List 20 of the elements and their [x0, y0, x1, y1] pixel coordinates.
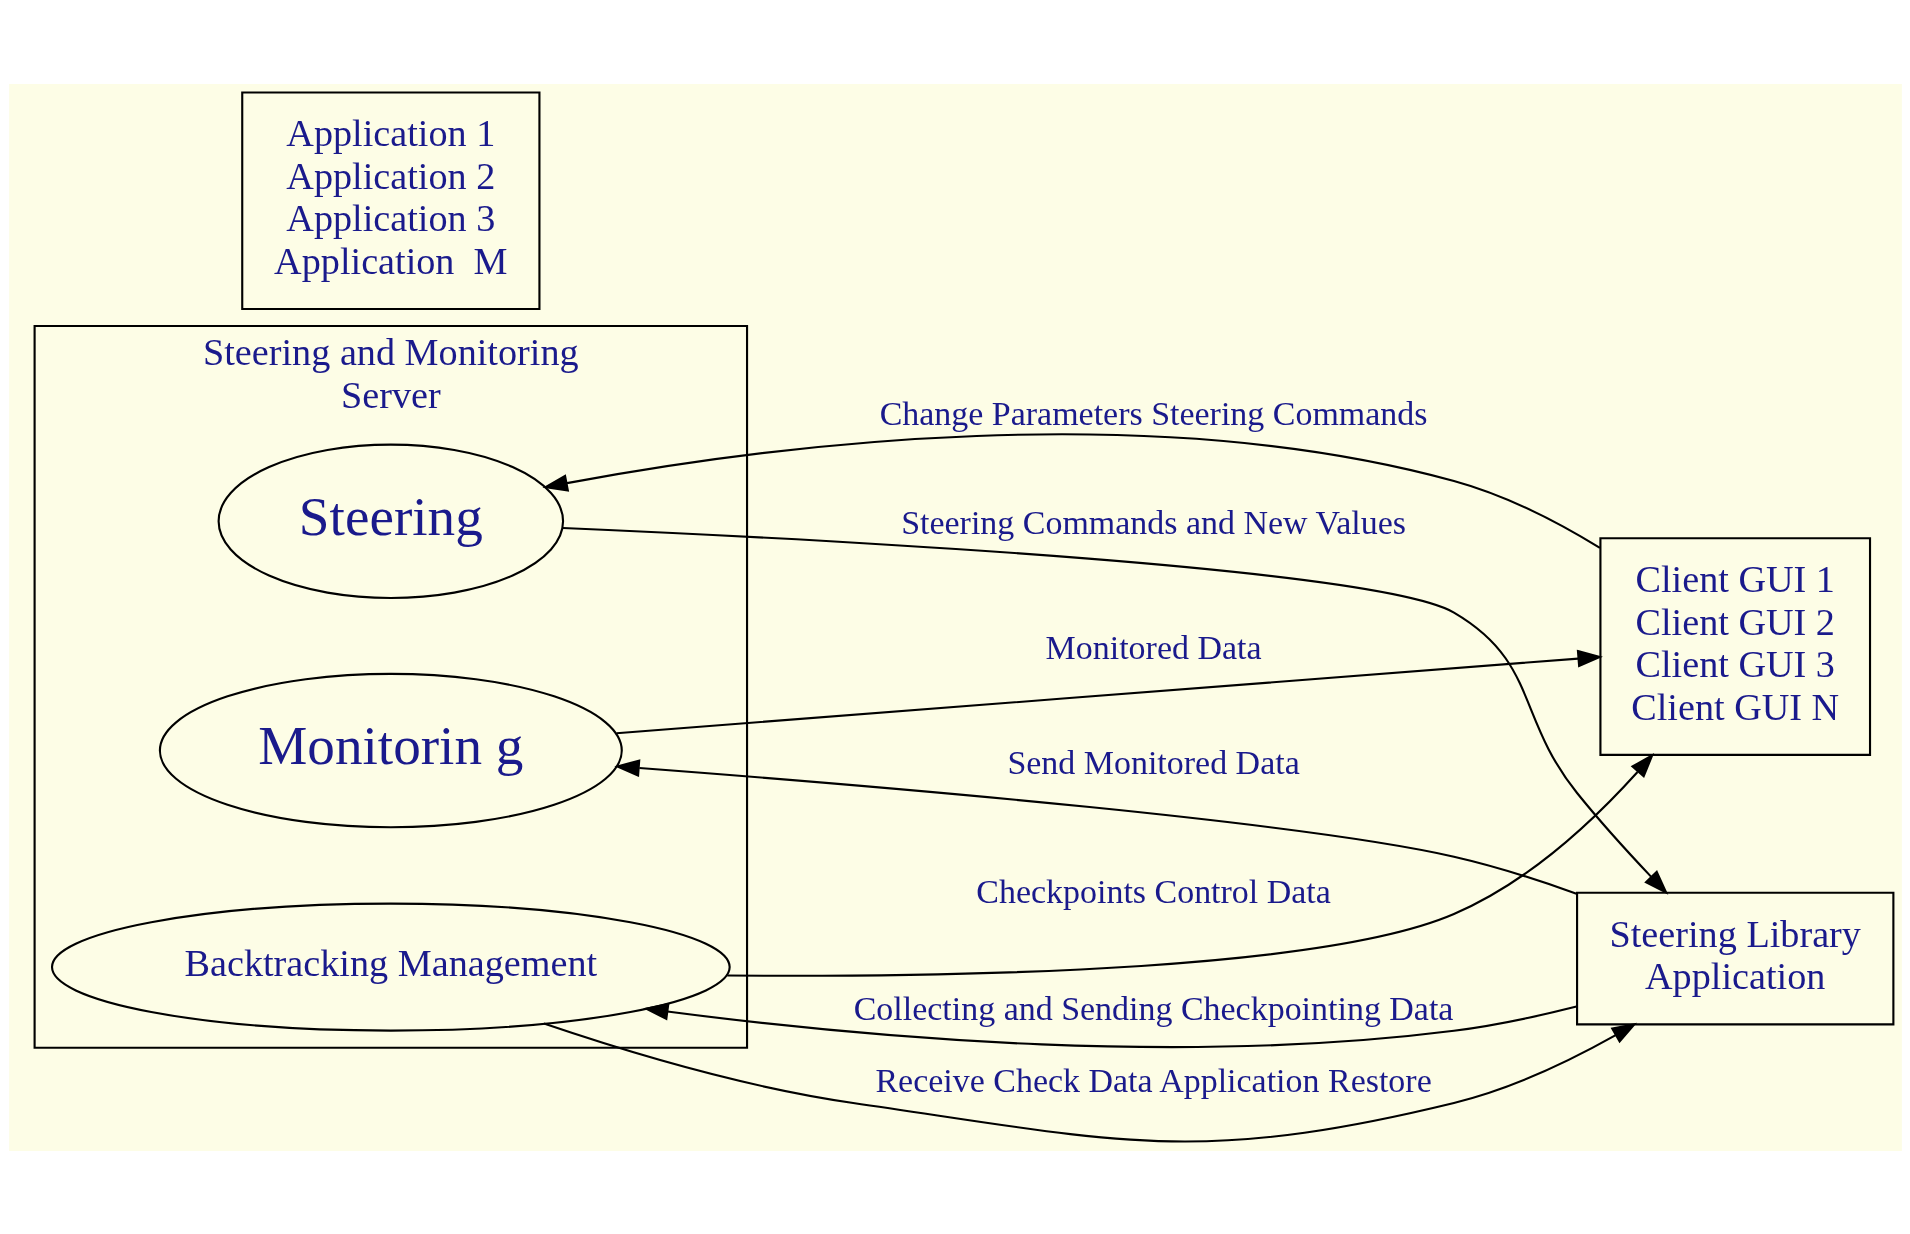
edge-label: Change Parameters Steering Commands	[879, 394, 1427, 432]
node-box: Application 1 Application 2 Application 3 Application M	[240, 90, 540, 310]
edge-label: Checkpoints Control Data	[975, 872, 1331, 910]
node-box: Steering Library Application	[1575, 891, 1894, 1025]
arrow	[642, 1002, 1577, 1048]
edge-label: Collecting and Sending Checkpointing Data	[853, 989, 1453, 1027]
arrow	[562, 526, 1668, 895]
edge-label: Steering Commands and New Values	[900, 503, 1406, 541]
edge-label: Monitored Data	[1045, 628, 1262, 666]
arrow	[726, 752, 1654, 977]
node-ellipse: Monitorin g	[158, 672, 623, 828]
edge-label: Receive Check Data Application Restore	[874, 1061, 1432, 1099]
arrow	[543, 1022, 1637, 1142]
arrow	[613, 758, 1577, 895]
node-box: Client GUI 1 Client GUI 2 Client GUI 3 Client GUI N	[1598, 536, 1871, 756]
arrow	[615, 649, 1603, 734]
node-ellipse: Steering	[217, 443, 564, 599]
node-ellipse: Backtracking Management	[50, 902, 731, 1032]
edge-label: Send Monitored Data	[1006, 743, 1300, 780]
arrow	[541, 432, 1600, 549]
